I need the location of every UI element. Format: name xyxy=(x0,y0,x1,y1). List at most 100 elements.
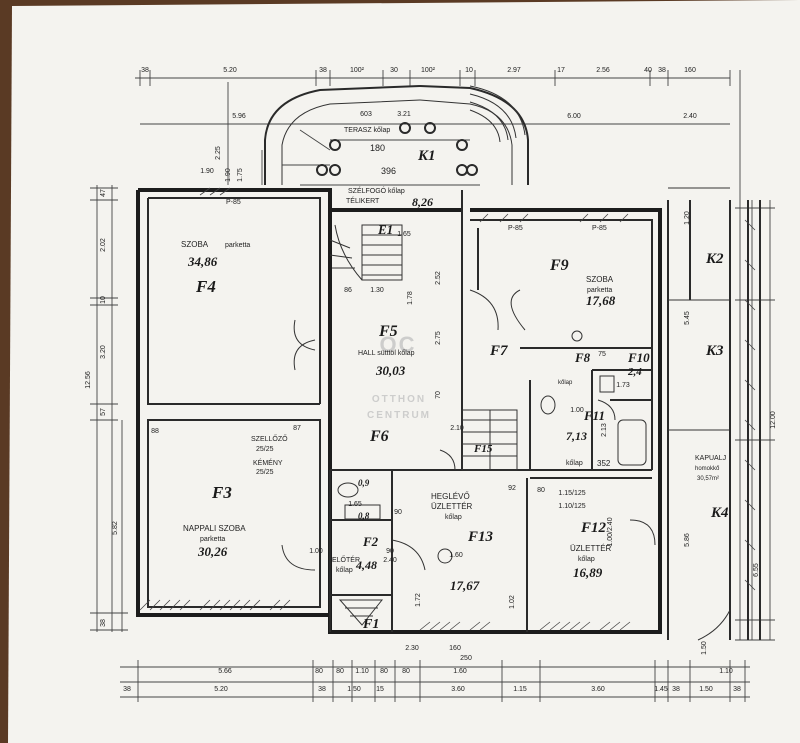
room-annotation: 30,03 xyxy=(375,363,406,378)
room-annotation: 0,9 xyxy=(358,478,370,488)
dimension-label: 87 xyxy=(293,425,301,432)
dimension-label: 2.56 xyxy=(596,67,610,74)
staircase-upper xyxy=(329,224,403,281)
dimension-label: 1.65 xyxy=(397,231,411,238)
room-annotation: 352 xyxy=(597,459,611,468)
room-annotation: SZELLŐZŐ xyxy=(251,434,288,443)
dimension-label: 1.20 xyxy=(684,211,691,225)
dimension-label: 1.45 xyxy=(654,686,668,693)
dimension-label: 10 xyxy=(465,67,473,74)
terrace xyxy=(264,85,529,186)
dimension-label: 6.00 xyxy=(567,113,581,120)
dimension-label: 1.90 xyxy=(225,168,232,182)
room-label-f11: F11 xyxy=(583,408,605,423)
room-label-k2: K2 xyxy=(705,251,724,267)
dimension-label: 5.96 xyxy=(232,113,246,120)
dimension-label: 2.13 xyxy=(601,423,608,437)
sanitary-fixtures xyxy=(337,330,647,564)
dimension-label: 88 xyxy=(151,428,159,435)
room-label-f1: F1 xyxy=(362,617,379,632)
dimension-label: 2.40 xyxy=(383,557,397,564)
dimension-label: 2.10 xyxy=(450,425,464,432)
room-label-f9: F9 xyxy=(549,257,569,274)
dimension-label: 57 xyxy=(100,408,107,416)
room-annotation: kőlap xyxy=(336,567,353,574)
watermark-line1: OTTHON xyxy=(372,394,426,405)
dimension-label: 1.50 xyxy=(347,686,361,693)
room-annotation: 2,4 xyxy=(627,366,642,378)
dimension-label: 1.10/125 xyxy=(558,503,585,510)
building-walls xyxy=(136,187,761,640)
dimension-label: 100² xyxy=(421,67,436,74)
watermark-line2: CENTRUM xyxy=(367,410,431,421)
room-annotation: 16,89 xyxy=(573,565,603,580)
dimension-label: 38 xyxy=(733,686,741,693)
dimension-label: 2.52 xyxy=(435,271,442,285)
dimension-label: 1.00 xyxy=(570,407,584,414)
dimension-label: 38 xyxy=(100,619,107,627)
room-annotation: KÉMÉNY xyxy=(253,458,283,467)
dimension-label: 1.15/125 xyxy=(558,490,585,497)
dimension-label: 80 xyxy=(380,668,388,675)
room-annotation: ÜZLETTÉR xyxy=(570,544,612,553)
room-annotation: kőlap xyxy=(558,380,573,386)
dimension-label: 47 xyxy=(100,189,107,197)
dimension-label: 1.15 xyxy=(513,686,527,693)
room-annotation: P-85 xyxy=(226,199,241,206)
dimension-label: 38 xyxy=(658,67,666,74)
dimension-label: 603 xyxy=(360,111,372,118)
room-annotation: parketta xyxy=(200,536,225,543)
dimension-label: 6.55 xyxy=(753,563,760,577)
room-annotation: 17,67 xyxy=(450,578,480,593)
dimension-label: 5.82 xyxy=(112,521,119,535)
room-label-f6: F6 xyxy=(369,428,389,445)
room-annotation: TERASZ kőlap xyxy=(344,127,390,134)
room-annotation: 25/25 xyxy=(256,469,274,476)
dimension-label: 2.40 xyxy=(683,113,697,120)
room-annotation: kőlap xyxy=(566,460,583,467)
room-annotation: HALL sütttöl kőlap xyxy=(358,350,415,357)
dimension-label: 92 xyxy=(508,485,516,492)
room-annotation: 396 xyxy=(381,166,396,176)
dimension-label: 12.00 xyxy=(770,411,777,429)
dimension-label: 1.65 xyxy=(348,501,362,508)
room-annotation: HEGLÉVŐ xyxy=(431,492,470,501)
paper-sheet xyxy=(8,0,800,743)
dimension-label: 5.20 xyxy=(214,686,228,693)
dimension-label: 1.00/2.40 xyxy=(607,517,614,546)
room-label-k3: K3 xyxy=(705,343,724,359)
room-annotation: 180 xyxy=(370,143,385,153)
dimension-label: 1.30 xyxy=(370,287,384,294)
staircase-lower xyxy=(461,409,518,471)
dimension-label: 10 xyxy=(100,296,107,304)
room-annotation: parketta xyxy=(587,287,612,294)
dimension-label: 38 xyxy=(672,686,680,693)
dimension-label: 1.72 xyxy=(415,593,422,607)
room-annotation: parketta xyxy=(225,242,250,249)
dimension-label: 75 xyxy=(598,351,606,358)
room-label-f3: F3 xyxy=(211,483,232,502)
dimension-label: 40 xyxy=(644,67,652,74)
dimension-label: 12.56 xyxy=(85,371,92,389)
dimension-label: 2.75 xyxy=(435,331,442,345)
dimension-label: 80 xyxy=(315,668,323,675)
dimension-label: 250 xyxy=(460,655,472,662)
room-annotation: SZOBA xyxy=(181,240,209,249)
dimension-label: 1.73 xyxy=(616,382,630,389)
room-annotation: 30,26 xyxy=(197,544,228,559)
room-annotation: ELŐTÉR xyxy=(332,555,360,564)
dimension-label: 80 xyxy=(537,487,545,494)
dimension-label: 5.66 xyxy=(218,668,232,675)
room-annotation: 7,13 xyxy=(566,429,587,443)
doors xyxy=(281,289,731,641)
room-annotation: ÜZLETTÉR xyxy=(431,502,473,511)
room-label-f13: F13 xyxy=(467,529,494,545)
dimension-label: 80 xyxy=(336,668,344,675)
dimension-label: 1.50 xyxy=(701,641,708,655)
dimension-label: 2.25 xyxy=(215,146,222,160)
room-annotation: SZOBA xyxy=(586,275,614,284)
